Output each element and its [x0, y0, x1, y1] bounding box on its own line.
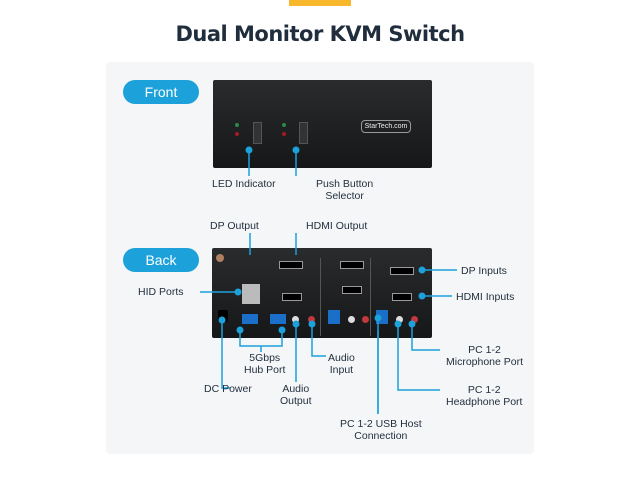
hub-led-2 [282, 132, 286, 136]
page-title: Dual Monitor KVM Switch [175, 22, 465, 46]
pc-led-1 [235, 123, 239, 127]
pc1-dp-input [390, 267, 414, 275]
callout-hdmi-inputs: HDMI Inputs [456, 291, 515, 303]
hub-usb-port-2 [270, 314, 286, 324]
audio-input-jack [308, 316, 315, 323]
highlight-bar [289, 0, 351, 6]
callout-dp-output: DP Output [210, 220, 259, 232]
section-front-label: Front [123, 80, 199, 104]
divider [320, 258, 321, 336]
callout-usb-host: PC 1-2 USB Host Connection [340, 418, 422, 442]
pc2-hdmi-input [342, 286, 362, 294]
callout-hid-ports: HID Ports [138, 286, 184, 298]
hdmi-output-port [282, 293, 302, 301]
pc1-headphone-jack [396, 316, 403, 323]
section-back-label: Back [123, 248, 199, 272]
pc2-dp-input [340, 261, 364, 269]
ground-screw [216, 254, 224, 262]
pc2-mic-jack [362, 316, 369, 323]
callout-hub-port: 5Gbps Hub Port [244, 352, 286, 376]
hub-usb-port-1 [242, 314, 258, 324]
callout-hdmi-output: HDMI Output [306, 220, 368, 232]
callout-dc-power: DC Power [204, 383, 252, 395]
divider [370, 258, 371, 336]
callout-headphone-port: PC 1-2 Headphone Port [446, 384, 523, 408]
pc2-usb-host [328, 310, 340, 324]
callout-audio-input: Audio Input [328, 352, 355, 376]
callout-push-button: Push Button Selector [316, 178, 374, 202]
kvm-back-panel [212, 248, 432, 338]
callout-audio-output: Audio Output [280, 383, 312, 407]
audio-output-jack [292, 316, 299, 323]
pc1-mic-jack [411, 316, 418, 323]
pc2-headphone-jack [348, 316, 355, 323]
hid-usb-ports [242, 284, 260, 304]
pc1-hdmi-input [392, 293, 412, 301]
callout-led-indicator: LED Indicator [212, 178, 276, 190]
select-button-2 [299, 122, 308, 144]
callout-dp-inputs: DP Inputs [461, 265, 507, 277]
callout-mic-port: PC 1-2 Microphone Port [446, 344, 524, 368]
pc-led-2 [282, 123, 286, 127]
dp-output-port [279, 261, 303, 269]
startech-logo: StarTech.com [361, 120, 411, 133]
dc-power-jack [218, 310, 228, 322]
select-button-1 [253, 122, 262, 144]
hub-led-1 [235, 132, 239, 136]
